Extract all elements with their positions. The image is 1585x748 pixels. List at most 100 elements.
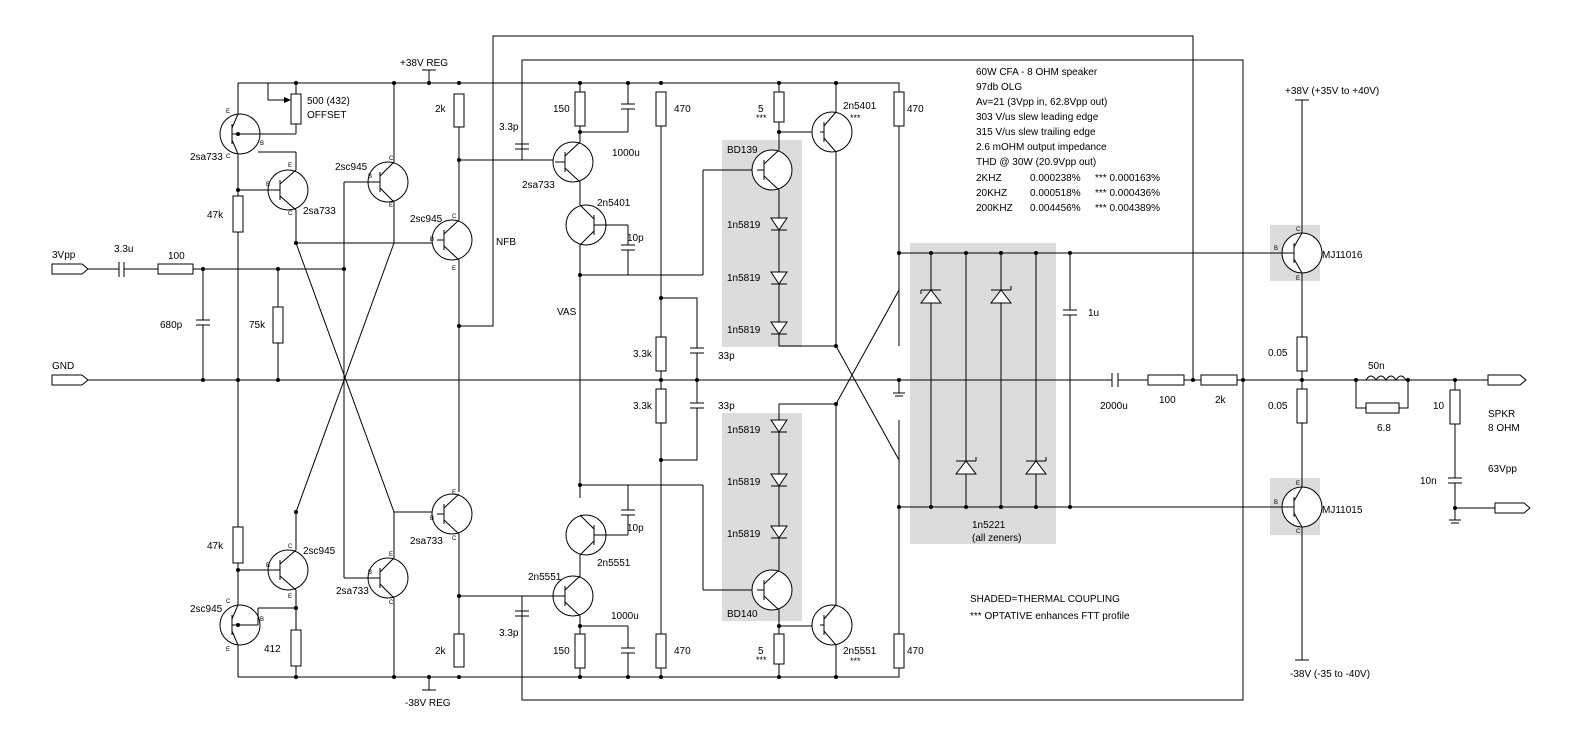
c-dc-label: 2000u [1100, 401, 1128, 412]
diode-2-label: 1n5819 [727, 273, 761, 284]
pin-b: B [1274, 500, 1278, 506]
input-transistors [219, 83, 437, 677]
pin-b: B [368, 174, 372, 180]
pos-reg-label: +38V REG [400, 58, 448, 69]
r-mid-top-label: 3.3k [633, 349, 653, 360]
specs-block: 60W CFA - 8 OHM speaker 97db OLG Av=21 (… [976, 67, 1160, 214]
speaker-out-port[interactable] [1487, 374, 1527, 386]
pin-e: E [389, 552, 393, 558]
pin-b: B [260, 141, 264, 147]
r-diff-bot-label: 2k [435, 646, 447, 657]
thd-opt: *** 0.000436% [1095, 188, 1160, 199]
r-drv-top-label: 470 [907, 104, 924, 115]
c-mid-top-label: 33p [718, 351, 735, 362]
thd-opt: *** 0.000163% [1095, 173, 1160, 184]
pin-b: B [430, 237, 434, 243]
spec-line: THD @ 30W (20.9Vpp out) [976, 157, 1096, 168]
q-out-bot-label: MJ11015 [1322, 505, 1363, 516]
q-drv-top-note: *** [850, 113, 861, 123]
gnd-port[interactable] [51, 374, 89, 386]
r-drv-bot-label: 470 [907, 646, 924, 657]
pin-c: C [452, 214, 457, 220]
r-vas-bot-label: 150 [553, 646, 570, 657]
spec-line: 97db OLG [976, 82, 1022, 93]
r-damp-label: 6.8 [1377, 423, 1391, 434]
pin-b: B [266, 182, 270, 188]
q-cm-top-outer-label: 2sa733 [190, 152, 223, 163]
r-bias-top-note: *** [756, 113, 767, 123]
pin-b: B [430, 516, 434, 522]
q-drv-bot-note: *** [850, 656, 861, 666]
nfb-label: NFB [496, 237, 516, 248]
zener-part-label: 1n5221 [972, 520, 1006, 531]
thd-value: 0.000518% [1030, 188, 1081, 199]
speaker-label-1: SPKR [1488, 409, 1515, 420]
output-level-label: 63Vpp [1488, 464, 1517, 475]
spec-line: Av=21 (3Vpp in, 62.8Vpp out) [976, 97, 1107, 108]
input-port[interactable] [51, 263, 89, 275]
spec-line: 315 V/us slew trailing edge [976, 127, 1096, 138]
c-mill-top-label: 10p [627, 233, 644, 244]
q-diff-top-label: 2sc945 [410, 214, 443, 225]
diff-stage [431, 93, 522, 668]
pin-b: B [260, 617, 264, 623]
vas-label: VAS [557, 307, 577, 318]
speaker-label-2: 8 OHM [1488, 423, 1520, 434]
speaker-ret-port[interactable] [1494, 502, 1531, 514]
r-bias-bot-note: *** [756, 655, 767, 665]
c-mill-bot-label: 10p [627, 523, 644, 534]
c-boot-label: 1u [1088, 308, 1099, 319]
q-vas-pre-top-label: 2sa733 [522, 180, 555, 191]
q-vas-top-label: 2n5401 [597, 198, 631, 209]
diode-4-label: 1n5819 [727, 425, 761, 436]
r-zobel-label: 10 [1433, 401, 1445, 412]
pin-b: B [1274, 246, 1278, 252]
vas-stage [515, 83, 704, 677]
c-mid-bot-label: 33p [718, 401, 735, 412]
c-zobel-label: 10n [1420, 476, 1437, 487]
q-drv-top-label: 2n5401 [843, 101, 877, 112]
pin-e: E [288, 163, 292, 169]
q-bias-bot-label: BD140 [727, 609, 758, 620]
r-bias-top-label: 5 [758, 104, 764, 115]
thd-freq: 200KHZ [976, 203, 1013, 214]
c-shunt-label: 680p [160, 320, 183, 331]
pin-e: E [226, 647, 230, 653]
r-vas-top-label: 150 [553, 104, 570, 115]
r-diff-top-label: 2k [435, 104, 447, 115]
r-col-bot-label: 470 [674, 646, 691, 657]
diode-3-label: 1n5819 [727, 325, 761, 336]
pin-c: C [226, 599, 231, 605]
trimmer-label: OFFSET [307, 110, 346, 121]
q-out-top-label: MJ11016 [1322, 250, 1363, 261]
pos-out-label: +38V (+35V to +40V) [1285, 86, 1379, 97]
pin-e: E [288, 594, 292, 600]
r-e-bot-label: 0.05 [1268, 401, 1288, 412]
c-big-bot-label: 1000u [611, 611, 639, 622]
pin-c: C [389, 600, 394, 606]
pin-c: C [389, 156, 394, 162]
r-fb2-label: 2k [1215, 395, 1227, 406]
neg-reg-label: -38V REG [405, 698, 451, 709]
pin-e: E [452, 266, 456, 272]
q-vas-pre-bot-label: 2n5551 [528, 572, 562, 583]
thd-opt: *** 0.004389% [1095, 203, 1160, 214]
trimmer-value: 500 (432) [307, 96, 350, 107]
q-bias-top-label: BD139 [727, 145, 758, 156]
q-drv-bot-label: 2n5551 [843, 646, 877, 657]
r-e-top-label: 0.05 [1268, 348, 1288, 359]
pin-c: C [288, 211, 293, 217]
r-cm-emit-label: 412 [264, 644, 281, 655]
thermal-zone-zeners [910, 243, 1056, 544]
pin-c: C [226, 154, 231, 160]
thd-freq: 20KHZ [976, 188, 1007, 199]
q-cross-top-label: 2sc945 [335, 162, 368, 173]
r-fb1-label: 100 [1159, 395, 1176, 406]
input-section [51, 262, 345, 386]
inductor-label: 50n [1368, 361, 1385, 372]
pin-e: E [1296, 481, 1300, 487]
pin-e: E [389, 203, 393, 209]
r-bias-bot-label: 5 [758, 646, 764, 657]
zener-note-label: (all zeners) [972, 533, 1021, 544]
